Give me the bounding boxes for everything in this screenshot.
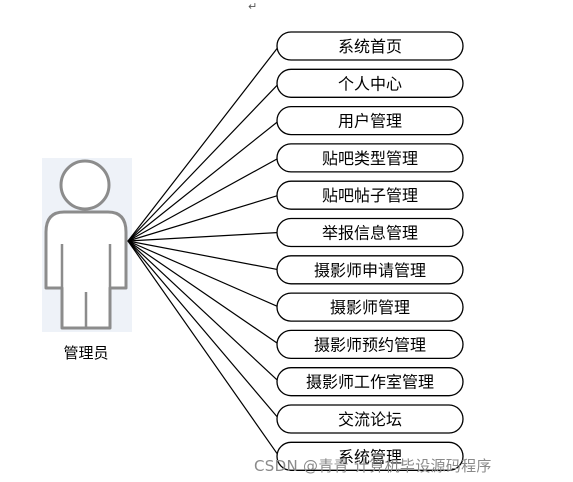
use-case-oval bbox=[276, 68, 464, 98]
use-case: 交流论坛 bbox=[276, 404, 464, 434]
use-case: 个人中心 bbox=[276, 68, 464, 98]
actor-label: 管理员 bbox=[63, 344, 108, 362]
association-line bbox=[127, 240, 280, 271]
association-line bbox=[127, 157, 280, 242]
association-line bbox=[127, 240, 280, 383]
use-case-label: 摄影师申请管理 bbox=[314, 261, 426, 280]
use-case: 举报信息管理 bbox=[276, 217, 464, 248]
use-case-label: 举报信息管理 bbox=[322, 224, 418, 243]
paragraph-mark: ↵ bbox=[248, 0, 258, 13]
use-case-oval bbox=[276, 292, 464, 322]
use-case: 摄影师预约管理 bbox=[276, 329, 464, 360]
association-line bbox=[127, 240, 280, 308]
use-case-label: 摄影师预约管理 bbox=[314, 335, 426, 354]
use-case-oval bbox=[276, 441, 464, 471]
actor-head bbox=[59, 159, 111, 211]
use-case-oval bbox=[276, 105, 464, 136]
use-case: 系统管理 bbox=[276, 441, 464, 471]
use-case-label: 系统管理 bbox=[338, 447, 402, 466]
use-case-oval bbox=[276, 367, 464, 397]
use-case-label: 贴吧帖子管理 bbox=[322, 186, 418, 205]
use-case-label: 系统首页 bbox=[338, 37, 402, 56]
use-case-oval bbox=[276, 404, 464, 434]
association-line bbox=[127, 240, 280, 345]
association-line bbox=[127, 45, 280, 242]
use-case-oval bbox=[276, 217, 464, 248]
use-case-oval bbox=[276, 255, 464, 285]
use-case: 系统首页 bbox=[276, 31, 464, 61]
use-case-label: 摄影师管理 bbox=[330, 298, 410, 317]
use-case-label: 用户管理 bbox=[338, 112, 402, 131]
watermark: CSDN @青青 计算机毕设源码程序 bbox=[254, 457, 492, 475]
use-case-oval bbox=[276, 31, 464, 61]
use-case: 摄影师工作室管理 bbox=[276, 367, 464, 397]
use-case-oval bbox=[276, 329, 464, 360]
use-case: 贴吧类型管理 bbox=[276, 143, 464, 173]
association-line bbox=[127, 120, 280, 242]
use-case-label: 摄影师工作室管理 bbox=[306, 373, 434, 392]
association-line bbox=[127, 240, 280, 457]
association-line bbox=[127, 240, 280, 420]
use-case: 贴吧帖子管理 bbox=[276, 180, 464, 210]
association-line bbox=[127, 194, 280, 242]
use-cases: 系统首页个人中心用户管理贴吧类型管理贴吧帖子管理举报信息管理摄影师申请管理摄影师… bbox=[276, 31, 464, 471]
use-case: 摄影师管理 bbox=[276, 292, 464, 322]
actor-body bbox=[44, 210, 128, 330]
use-case: 摄影师申请管理 bbox=[276, 255, 464, 285]
use-case-oval bbox=[276, 180, 464, 210]
association-line bbox=[127, 231, 280, 242]
use-case-label: 个人中心 bbox=[338, 74, 402, 93]
actor: 管理员 bbox=[42, 158, 132, 362]
connectors bbox=[127, 45, 280, 457]
use-case-label: 贴吧类型管理 bbox=[322, 149, 418, 168]
use-case-label: 交流论坛 bbox=[338, 410, 402, 429]
use-case-oval bbox=[276, 143, 464, 173]
use-case: 用户管理 bbox=[276, 105, 464, 136]
association-line bbox=[127, 82, 280, 242]
